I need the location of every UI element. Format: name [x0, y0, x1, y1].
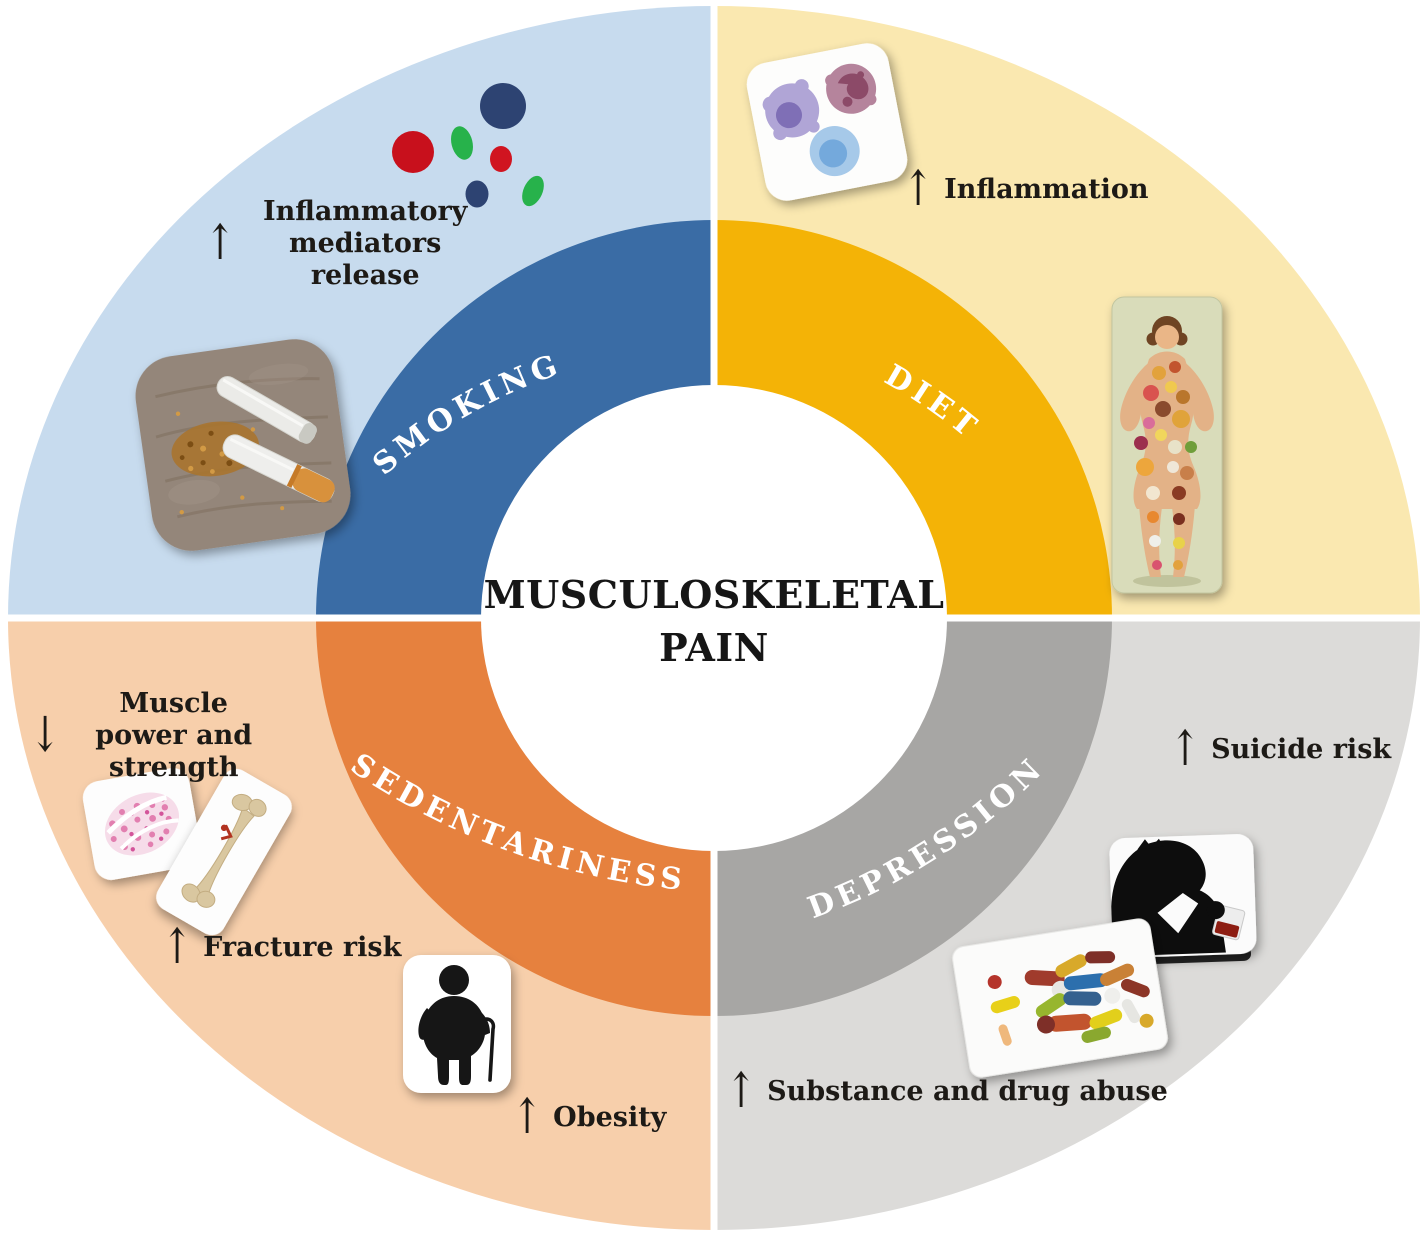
center-title: MUSCULOSKELETAL PAIN [474, 568, 954, 674]
up-arrow-icon: ↑ [512, 1089, 543, 1145]
up-arrow-icon: ↑ [903, 161, 934, 217]
obesity-annotation: ↑ Obesity [512, 1089, 667, 1145]
center-title-line2: PAIN [659, 625, 769, 671]
diet-annotation: ↑ Inflammation [903, 161, 1149, 217]
body-of-food-illustration [1111, 296, 1223, 594]
up-arrow-icon: ↑ [162, 919, 193, 975]
fractured-bone-icon [156, 768, 292, 936]
up-arrow-icon: ↑ [1170, 721, 1201, 777]
up-arrow-icon: ↑ [726, 1063, 757, 1119]
down-arrow-icon: ↓ [30, 707, 61, 763]
horizontal-divider [0, 614, 1428, 622]
substance-abuse-annotation: ↑ Substance and drug abuse [726, 1063, 1168, 1119]
obese-person-cane-icon [403, 955, 511, 1093]
muscle-power-annotation: ↓ Muscle power and strength [30, 688, 253, 783]
immune-cells-icon [746, 43, 908, 201]
muscle-tissue-icon [82, 768, 202, 880]
cigarettes-tobacco-photo [135, 339, 351, 551]
smoking-annotation: ↑ Inflammatory mediators release [205, 196, 468, 291]
inflammatory-mediators-dots-icon [392, 83, 544, 208]
pills-photo [952, 918, 1168, 1078]
suicide-risk-annotation: ↑ Suicide risk [1170, 721, 1392, 777]
up-arrow-icon: ↑ [205, 215, 236, 271]
fracture-risk-annotation: ↑ Fracture risk [162, 919, 402, 975]
center-title-line1: MUSCULOSKELETAL [483, 572, 945, 617]
